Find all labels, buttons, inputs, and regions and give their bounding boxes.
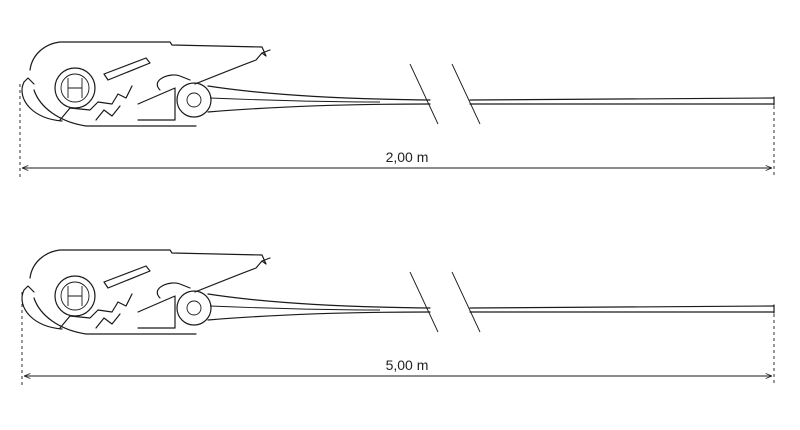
strap-webbing (207, 85, 775, 113)
break-marks (409, 63, 481, 125)
strap-webbing (207, 293, 775, 321)
dimension-line-1 (19, 84, 775, 178)
ratchet-buckle-icon (21, 41, 271, 127)
ratchet-buckle-icon (21, 249, 271, 335)
strap-assembly-2: 5,00 m (21, 249, 775, 386)
dimension-line-2 (21, 292, 775, 386)
length-label-1: 2,00 m (386, 149, 429, 165)
break-marks (409, 271, 481, 333)
strap-assembly-1: 2,00 m (19, 41, 775, 178)
length-label-2: 5,00 m (386, 357, 429, 373)
